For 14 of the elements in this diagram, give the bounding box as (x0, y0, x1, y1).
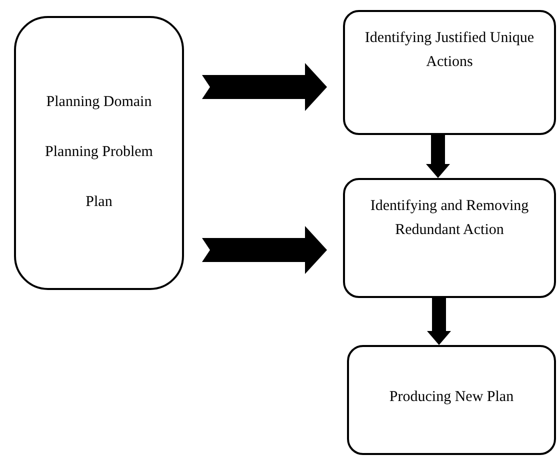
block-arrow (426, 135, 450, 178)
block-arrow (427, 298, 451, 345)
block-arrow (202, 63, 327, 111)
rounded-process-box (14, 16, 184, 290)
rounded-process-box (343, 178, 556, 298)
box-text: Plan (86, 193, 112, 212)
box-text: Identifying Justified Unique Actions (364, 29, 536, 72)
box-text: Producing New Plan (389, 388, 514, 407)
rounded-process-box (347, 345, 556, 455)
rounded-process-box (343, 10, 556, 135)
box-text: Planning Problem (45, 143, 153, 162)
block-arrow (202, 226, 327, 274)
box-text: Identifying and Removing Redundant Action (369, 197, 530, 240)
box-text: Planning Domain (46, 93, 152, 112)
